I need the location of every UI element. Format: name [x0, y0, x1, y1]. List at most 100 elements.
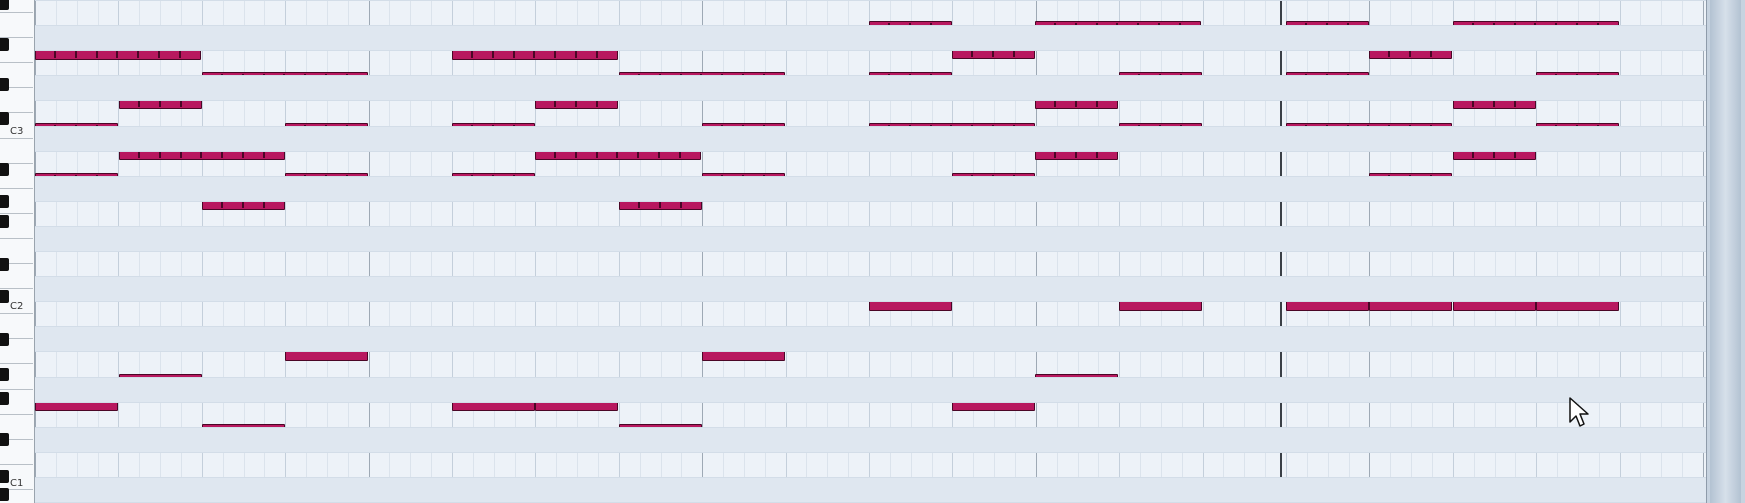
black-key[interactable] [0, 258, 9, 271]
black-key[interactable] [0, 38, 9, 51]
row-line [35, 326, 1706, 327]
note-segment-divider [596, 99, 598, 107]
note-segment-divider [679, 150, 681, 158]
row-line [35, 377, 1706, 378]
note-segment-divider [179, 50, 181, 58]
row-band [35, 126, 1706, 151]
row-band [35, 25, 1706, 50]
note-segment-divider [242, 150, 244, 158]
black-key[interactable] [0, 433, 9, 446]
note-segment-divider [680, 200, 682, 208]
scrollbar-thumb[interactable] [1710, 0, 1741, 503]
note-segment-divider [1430, 49, 1432, 57]
note-segment-divider [1054, 150, 1056, 158]
white-key-edge [0, 338, 33, 339]
row-line [35, 176, 1706, 177]
white-key-edge [0, 439, 33, 440]
note-segment-divider [659, 200, 661, 208]
note-segment-divider [180, 99, 182, 107]
white-key-edge [0, 138, 33, 139]
row-band [35, 427, 1706, 452]
note-segment-divider [638, 200, 640, 208]
row-band [35, 75, 1706, 100]
row-line [35, 276, 1706, 277]
black-key[interactable] [0, 368, 9, 381]
note-segment-divider [158, 50, 160, 58]
black-key[interactable] [0, 392, 9, 405]
note-segment-divider [554, 150, 556, 158]
row-line [35, 452, 1706, 453]
row-band [35, 477, 1706, 502]
note-segment-divider [96, 50, 98, 58]
black-key[interactable] [0, 163, 9, 176]
note-segment-divider [637, 150, 639, 158]
note-segment-divider [1409, 49, 1411, 57]
note-segment-divider [1054, 99, 1056, 107]
note-segment-divider [221, 200, 223, 208]
mouse-pointer-icon [1569, 397, 1589, 427]
row-line [35, 126, 1706, 127]
white-key-edge [0, 188, 33, 189]
row-line [35, 201, 1706, 202]
black-key[interactable] [0, 112, 9, 125]
vertical-scrollbar[interactable] [1706, 0, 1745, 503]
note-segment-divider [137, 50, 139, 58]
white-key-edge [0, 389, 33, 390]
note-segment-divider [471, 50, 473, 58]
note-segment-divider [1075, 99, 1077, 107]
row-line [35, 75, 1706, 76]
note-segment-divider [554, 99, 556, 107]
note-segment-divider [575, 99, 577, 107]
white-key-edge [0, 87, 33, 88]
black-key[interactable] [0, 215, 9, 228]
octave-label-c3: C3 [10, 126, 24, 137]
note-segment-divider [596, 50, 598, 58]
note-segment-divider [1096, 150, 1098, 158]
note-segment-divider [138, 99, 140, 107]
white-key-edge [0, 112, 33, 113]
note-segment-divider [263, 150, 265, 158]
row-line [35, 477, 1706, 478]
row-band [35, 377, 1706, 402]
note-segment-divider [1493, 150, 1495, 158]
white-key-edge [0, 263, 33, 264]
black-key[interactable] [0, 290, 9, 303]
note-segment-divider [596, 150, 598, 158]
black-key[interactable] [0, 488, 9, 501]
black-key[interactable] [0, 0, 9, 10]
row-band [35, 226, 1706, 251]
note-segment-divider [1013, 49, 1015, 57]
note-grid[interactable] [35, 0, 1706, 503]
note-segment-divider [159, 150, 161, 158]
row-line [35, 402, 1706, 403]
white-key-edge [0, 238, 33, 239]
black-key[interactable] [0, 470, 9, 483]
note-segment-divider [554, 50, 556, 58]
note-segment-divider [1096, 99, 1098, 107]
black-key[interactable] [0, 333, 9, 346]
white-key-edge [0, 464, 33, 465]
piano-keyboard[interactable]: C3 C2 C1 [0, 0, 35, 503]
black-key[interactable] [0, 195, 9, 208]
black-key[interactable] [0, 78, 9, 91]
white-key-edge [0, 163, 33, 164]
note-segment-divider [242, 200, 244, 208]
note-segment-divider [116, 50, 118, 58]
white-key-edge [0, 12, 33, 13]
note-segment-divider [616, 150, 618, 158]
note-segment-divider [658, 150, 660, 158]
row-line [35, 151, 1706, 152]
octave-label-c1: C1 [10, 478, 24, 489]
note-segment-divider [263, 200, 265, 208]
note-segment-divider [992, 49, 994, 57]
note-segment-divider [1472, 150, 1474, 158]
note-segment-divider [1075, 150, 1077, 158]
note-segment-divider [1514, 99, 1516, 107]
row-line [35, 351, 1706, 352]
white-key-edge [0, 213, 33, 214]
row-line [35, 301, 1706, 302]
note-segment-divider [138, 150, 140, 158]
note-segment-divider [1514, 150, 1516, 158]
white-key-edge [0, 37, 33, 38]
note-segment-divider [1472, 99, 1474, 107]
